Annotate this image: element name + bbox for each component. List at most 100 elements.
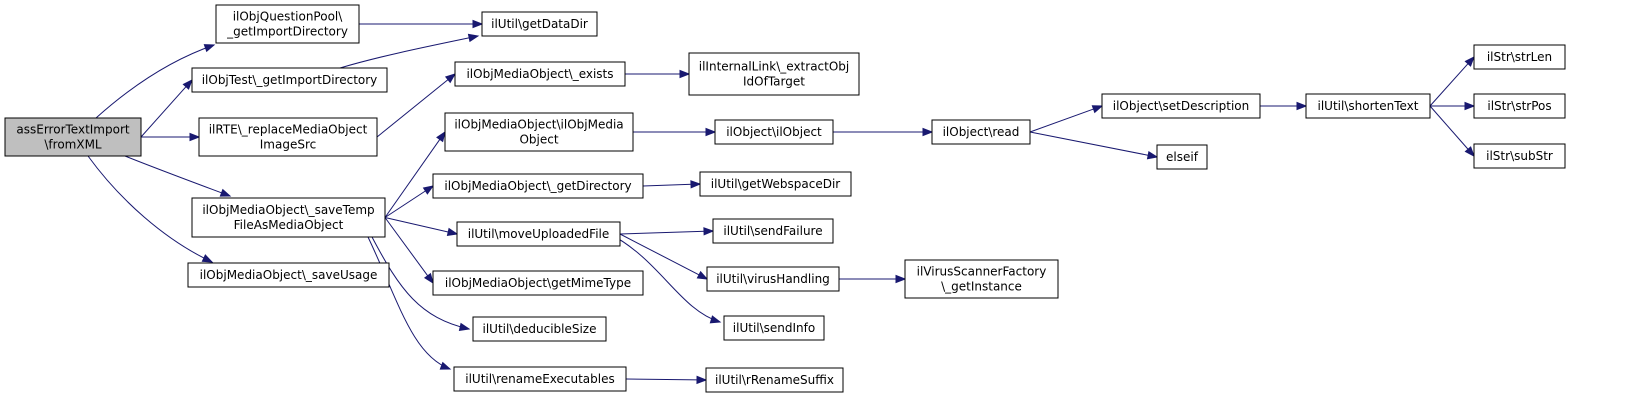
node-label: \_getInstance — [941, 280, 1022, 294]
node-label: ilObject\ilObject — [726, 125, 822, 139]
edge-line — [1429, 62, 1470, 107]
node-label: ilUtil\sendInfo — [733, 321, 815, 335]
edge-arrowhead — [922, 127, 934, 137]
node-label: ilStr\strLen — [1487, 50, 1552, 64]
node-label: ilUtil\getWebspaceDir — [711, 177, 841, 191]
edge-arrowhead — [446, 227, 459, 237]
edge-line — [384, 217, 450, 233]
edge-savetemp-to-renexec — [367, 236, 452, 370]
node-label: assErrorTextImport — [16, 123, 129, 137]
node-label: ilUtil\moveUploadedFile — [468, 227, 610, 241]
edge-line — [384, 189, 427, 218]
node-label: ilUtil\renameExecutables — [465, 372, 615, 386]
node-label: ilObject\setDescription — [1113, 99, 1249, 113]
node-box — [456, 221, 621, 247]
edge-getdir-to-webspace — [642, 180, 702, 189]
node-label: ilUtil\getDataDir — [491, 17, 588, 31]
node-box — [472, 316, 607, 342]
edge-arrowhead — [679, 69, 691, 79]
node-box — [714, 119, 834, 145]
edge-line — [376, 78, 450, 138]
node-setdesc[interactable]: ilObject\setDescription — [1101, 93, 1261, 119]
node-label: ilObjTest\_getImportDirectory — [202, 73, 378, 87]
edge-arrowhead — [439, 361, 452, 370]
edge-arrowhead — [690, 180, 702, 189]
edge-line — [609, 233, 721, 323]
node-label: ilUtil\deducibleSize — [483, 322, 597, 336]
node-label: ilObjMediaObject\_exists — [466, 67, 613, 81]
edge-arrowhead — [467, 33, 480, 43]
node-elseif[interactable]: elseif — [1156, 144, 1208, 170]
node-strlen[interactable]: ilStr\strLen — [1473, 44, 1566, 70]
node-label: ilRTE\_replaceMediaObject — [209, 123, 368, 137]
edge-arrowhead — [422, 185, 435, 195]
edge-arrowhead — [696, 270, 709, 280]
node-strpos[interactable]: ilStr\strPos — [1473, 93, 1566, 119]
node-box — [1305, 93, 1431, 119]
edge-savetemp-to-mime — [384, 217, 434, 285]
node-label: ilObject\read — [943, 125, 1020, 139]
node-moctor[interactable]: ilObjMediaObject\ilObjMediaObject — [444, 112, 634, 152]
edge-root-to-qpool — [95, 44, 216, 119]
node-box — [432, 270, 644, 296]
node-substr[interactable]: ilStr\subStr — [1473, 143, 1566, 169]
edge-arrowhead — [895, 274, 907, 284]
node-shorten[interactable]: ilUtil\shortenText — [1305, 93, 1431, 119]
node-webspace[interactable]: ilUtil\getWebspaceDir — [699, 171, 852, 197]
node-virus[interactable]: ilUtil\virusHandling — [706, 266, 840, 292]
node-mime[interactable]: ilObjMediaObject\getMimeType — [432, 270, 644, 296]
node-root[interactable]: assErrorTextImport\fromXML — [4, 117, 142, 157]
node-datadir[interactable]: ilUtil\getDataDir — [481, 11, 598, 37]
node-objread[interactable]: ilObject\read — [931, 119, 1031, 145]
edge-arrowhead — [182, 78, 193, 90]
edge-objtest-to-datadir — [339, 33, 480, 69]
edge-arrowhead — [696, 375, 708, 385]
edge-line — [619, 230, 706, 235]
node-label: ilObjQuestionPool\ — [233, 10, 344, 24]
edge-root-to-savetemp — [124, 155, 232, 197]
edge-line — [1429, 105, 1470, 151]
node-sendfail[interactable]: ilUtil\sendFailure — [712, 218, 834, 244]
node-vsf[interactable]: ilVirusScannerFactory\_getInstance — [904, 259, 1059, 299]
node-box — [191, 197, 386, 238]
edge-virus-to-vsf — [839, 274, 907, 284]
node-label: ilInternalLink\_extractObj — [699, 60, 850, 74]
edge-arrowhead — [703, 227, 715, 236]
node-renexec[interactable]: ilUtil\renameExecutables — [453, 366, 627, 392]
node-moveup[interactable]: ilUtil\moveUploadedFile — [456, 221, 621, 247]
call-edges — [87, 19, 1476, 385]
node-label: ilStr\subStr — [1486, 149, 1553, 163]
node-getdir[interactable]: ilObjMediaObject\_getDirectory — [432, 173, 644, 199]
node-label: ImageSrc — [260, 138, 316, 152]
edge-savetemp-to-moctor — [384, 130, 446, 218]
node-rrename[interactable]: ilUtil\rRenameSuffix — [705, 367, 844, 393]
node-box — [481, 11, 598, 37]
node-box — [1101, 93, 1261, 119]
node-saveusage[interactable]: ilObjMediaObject\_saveUsage — [187, 262, 390, 288]
node-sendinfo[interactable]: ilUtil\sendInfo — [723, 315, 825, 341]
node-box — [904, 259, 1059, 299]
edge-line — [1029, 108, 1095, 133]
node-objtest[interactable]: ilObjTest\_getImportDirectory — [191, 67, 388, 93]
edge-line — [124, 155, 231, 197]
edge-root-to-saveusage — [87, 155, 214, 263]
node-label: ilObjMediaObject\getMimeType — [445, 276, 631, 290]
node-box — [699, 171, 852, 197]
edge-arrowhead — [709, 315, 722, 324]
node-deduc[interactable]: ilUtil\deducibleSize — [472, 316, 607, 342]
edge-line — [642, 183, 693, 187]
edge-line — [339, 35, 479, 69]
node-savetemp[interactable]: ilObjMediaObject\_saveTempFileAsMediaObj… — [191, 197, 386, 238]
edge-root-to-objtest — [140, 78, 193, 138]
node-label: Object — [519, 133, 558, 147]
edge-shorten-to-strpos — [1430, 101, 1476, 111]
edge-objctor-to-objread — [833, 127, 934, 137]
node-qpool[interactable]: ilObjQuestionPool\_getImportDirectory — [215, 4, 360, 44]
node-moexists[interactable]: ilObjMediaObject\_exists — [454, 61, 626, 87]
edge-shorten-to-strlen — [1429, 55, 1475, 107]
node-objctor[interactable]: ilObject\ilObject — [714, 119, 834, 145]
node-box — [705, 367, 844, 393]
